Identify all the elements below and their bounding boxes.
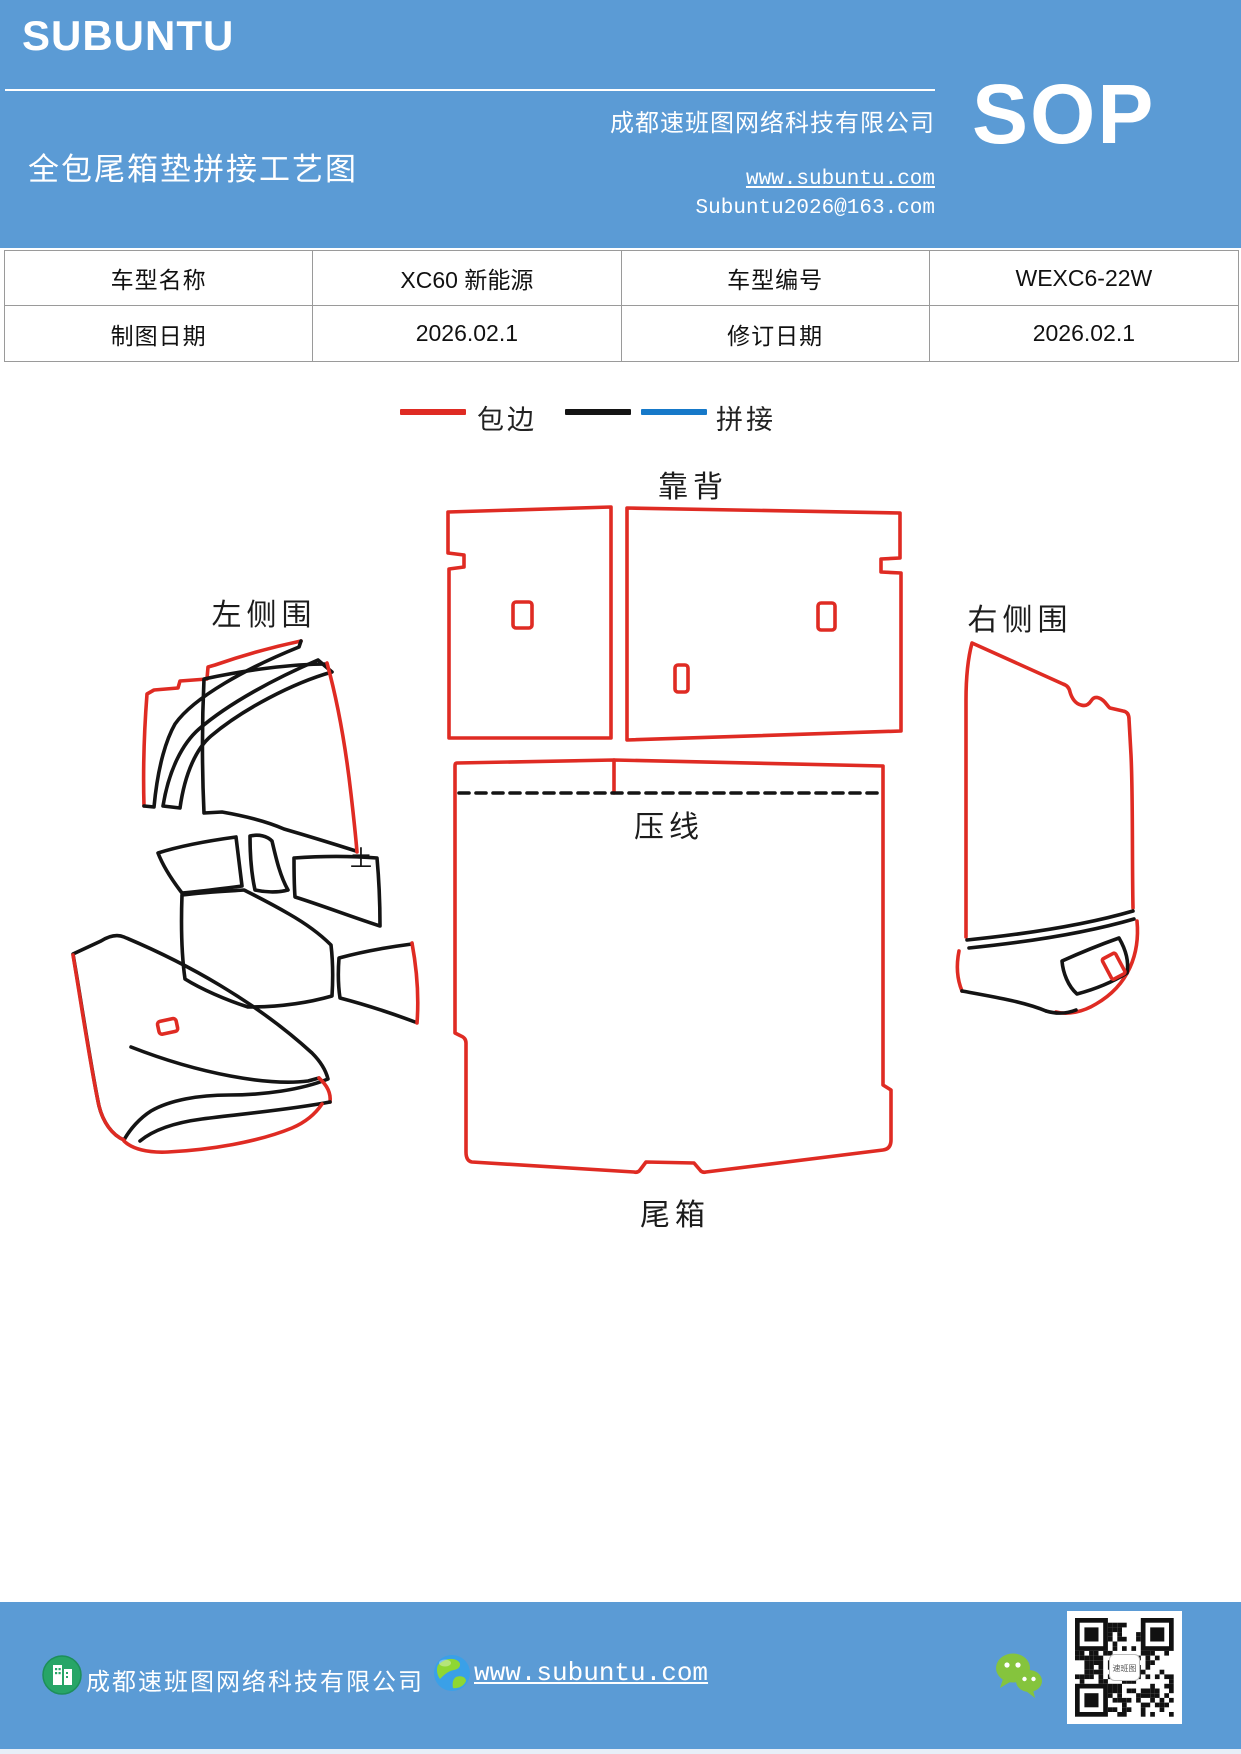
right-side-lower-cluster [955, 919, 1140, 1015]
line-legend: 包边 拼接 [0, 396, 1241, 436]
press-line-label: 压线 [634, 811, 704, 844]
table-cell-model-code-label: 车型编号 [621, 251, 930, 306]
pattern-diagram: 靠背 左侧围 右侧围 压线 尾箱 土 [71, 471, 1140, 1232]
header-company-name: 成都速班图网络科技有限公司 [610, 111, 935, 137]
header-divider [5, 89, 935, 91]
table-cell-draw-date-label: 制图日期 [5, 306, 314, 361]
right-side-panel [964, 641, 1136, 950]
splice-black-swatch [565, 409, 631, 415]
table-cell-model-name-value: XC60 新能源 [313, 251, 622, 306]
vehicle-info-table: 车型名称 XC60 新能源 车型编号 WEXC6-22W 制图日期 2026.0… [4, 250, 1239, 362]
globe-icon [434, 1655, 470, 1691]
backrest-right-slot [816, 601, 837, 632]
table-cell-model-name-label: 车型名称 [5, 251, 314, 306]
edge-wrap-swatch [400, 409, 466, 415]
left-side-label: 左侧围 [212, 599, 317, 632]
building-icon [42, 1655, 82, 1695]
footer-bottom-strip [0, 1749, 1241, 1754]
page-header: SUBUNTU 全包尾箱垫拼接工艺图 成都速班图网络科技有限公司 www.sub… [0, 0, 1241, 248]
backrest-left-slot [511, 600, 534, 630]
splice-blue-swatch [641, 409, 707, 415]
table-cell-draw-date-value: 2026.02.1 [313, 306, 622, 361]
right-side-label: 右侧围 [968, 604, 1073, 637]
backrest-right-piece [625, 506, 903, 742]
table-cell-model-code-value: WEXC6-22W [929, 251, 1238, 306]
trunk-piece [453, 758, 893, 1175]
left-side-group [71, 639, 420, 1154]
wechat-icon [996, 1653, 1042, 1698]
backrest-center-slot [673, 663, 690, 694]
qr-code: 速班图 [1067, 1611, 1182, 1724]
footer-website-link[interactable]: www.subuntu.com [474, 1658, 709, 1688]
edge-wrap-label: 包边 [477, 405, 537, 435]
backrest-label: 靠背 [658, 471, 728, 504]
brand-logo: SUBUNTU [22, 12, 235, 59]
right-cluster-slot [1100, 951, 1127, 981]
header-email: Subuntu2026@163.com [695, 197, 935, 220]
page-footer: 成都速班图网络科技有限公司 www.subuntu.com [0, 1602, 1241, 1754]
sop-badge: SOP [972, 67, 1156, 161]
left-cluster-slot [155, 1016, 180, 1036]
header-website-link[interactable]: www.subuntu.com [745, 168, 935, 191]
table-cell-revise-date-label: 修订日期 [622, 306, 930, 361]
footer-company-name: 成都速班图网络科技有限公司 [86, 1670, 424, 1696]
page-title: 全包尾箱垫拼接工艺图 [28, 152, 358, 187]
table-cell-revise-date-value: 2026.02.1 [1032, 320, 1136, 346]
svg-text:速班图: 速班图 [1113, 1663, 1137, 1673]
backrest-left-piece [446, 505, 613, 740]
trunk-label: 尾箱 [640, 1199, 710, 1232]
splice-label: 拼接 [716, 405, 776, 435]
